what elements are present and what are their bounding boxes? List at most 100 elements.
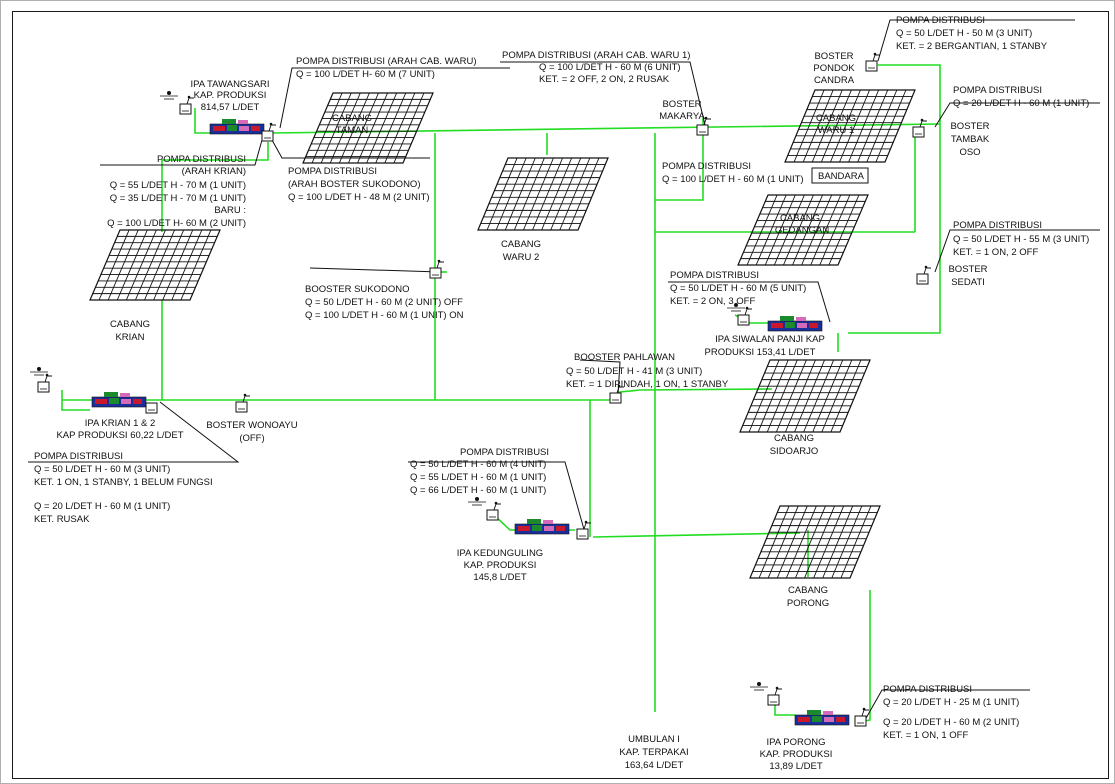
pompa-kedunguling-q3: Q = 66 L/DET H - 60 M (1 UNIT) (410, 485, 546, 496)
ipa-tawangsari-symbol (209, 119, 265, 135)
intake-porong (767, 686, 782, 706)
boster-pondok-l3: CANDRA (814, 75, 855, 86)
boster-pondok-l2: PONDOK (813, 63, 855, 74)
pump-kedunguling (576, 520, 591, 540)
pompa-krian-title: POMPA DISTRIBUSI (157, 154, 246, 165)
pompa-sedati-title: POMPA DISTRIBUSI (953, 220, 1042, 231)
cabang-taman-l2: TAMAN (336, 125, 369, 136)
cabang-waru1-l1: CABANG (816, 113, 856, 124)
pompa-siwalan-spec: Q = 50 L/DET H - 60 M (5 UNIT) (670, 283, 806, 294)
pompa-waru-spec: Q = 100 L/DET H- 60 M (7 UNIT) (296, 69, 435, 80)
pompa-siwalan-ket: KET. = 2 ON, 3 OFF (670, 296, 755, 307)
pompa-krian12-spec: Q = 50 L/DET H - 60 M (3 UNIT) (34, 464, 170, 475)
pompa-krian12-ket: KET. 1 ON, 1 STANBY, 1 BELUM FUNGSI (34, 477, 213, 488)
cabang-grids (89, 89, 916, 579)
booster-pahlawan-ket: KET. = 1 DIPINDAH, 1 ON, 1 STANBY (566, 379, 729, 390)
pompa-sukodono-title: POMPA DISTRIBUSI (288, 166, 377, 177)
source-tawangsari (160, 91, 178, 100)
ipa-tawangsari-name: IPA TAWANGSARI (190, 79, 269, 90)
drawing-border (12, 11, 1109, 779)
intake-siwalan (737, 306, 752, 326)
pump-krian-out (145, 402, 158, 414)
ipa-porong-l1: IPA PORONG (767, 737, 826, 748)
pompa-sedati-spec: Q = 50 L/DET H - 55 M (3 UNIT) (953, 234, 1089, 245)
ipa-porong-symbol (794, 710, 850, 726)
boster-makarya-l2: MAKARYA (659, 111, 705, 122)
cabang-taman-l1: CABANG (332, 113, 372, 124)
boster-pondok-l1: BOSTER (814, 51, 853, 62)
booster-pondok (865, 52, 880, 72)
booster-pahlawan-spec: Q = 50 L/DET H - 41 M (3 UNIT) (566, 366, 702, 377)
pompa-pondok-ket: KET. = 2 BERGANTIAN, 1 STANBY (896, 41, 1048, 52)
boster-sedati-l1: BOSTER (948, 264, 987, 275)
ipa-siwalan-l2: PRODUKSI 153,41 L/DET (705, 347, 816, 358)
boster-sedati-l2: SEDATI (951, 277, 985, 288)
leader-lines (28, 19, 1100, 721)
grid-cabang-taman (302, 92, 434, 164)
pump-krian-intake (37, 373, 52, 393)
cabang-sidoarjo-l2: SIDOARJO (770, 446, 819, 457)
cabang-gedangan-l1: CABANG (780, 213, 820, 224)
pompa-krian-dir: (ARAH KRIAN) (182, 166, 246, 177)
booster-makarya (696, 116, 711, 136)
cabang-waru2-l2: WARU 2 (503, 252, 540, 263)
boster-wonoayu-l2: (OFF) (239, 433, 264, 444)
pompa-sukodono-spec: Q = 100 L/DET H - 48 M (2 UNIT) (288, 192, 430, 203)
boster-tambak-l2: TAMBAK (951, 134, 990, 145)
ipa-kedunguling-symbol (514, 519, 570, 535)
pump-porong (854, 707, 869, 727)
ipa-tawangsari-cap: KAP. PRODUKSI (194, 90, 267, 101)
source-porong (750, 682, 768, 691)
pompa-waru1-ket: KET. = 2 OFF, 2 ON, 2 RUSAK (539, 74, 670, 85)
pompa-waru1-title: POMPA DISTRIBUSI (ARAH CAB. WARU 1) (502, 50, 690, 61)
bandara-box (811, 167, 869, 184)
boster-wonoayu-l1: BOSTER WONOAYU (206, 420, 297, 431)
ipa-porong-l2: KAP. PRODUKSI (760, 749, 833, 760)
boster-tambak-l1: BOSTER (950, 121, 989, 132)
treatment-plants (91, 119, 850, 726)
boster-makarya-l1: BOSTER (662, 99, 701, 110)
grid-cabang-gedangan (737, 194, 869, 266)
pompa-porong-title: POMPA DISTRIBUSI (883, 684, 972, 695)
pompa-sedati-ket: KET. = 1 ON, 2 OFF (953, 247, 1038, 258)
cabang-gedangan-l2: GEDANGAN (775, 225, 830, 236)
booster-pahlawan (609, 384, 624, 404)
ipa-siwalan-l1: IPA SIWALAN PANJI KAP (715, 334, 825, 345)
pump-symbols (30, 52, 931, 727)
cabang-waru1-l2: WARU 1 (818, 125, 855, 136)
intake-tawangsari (179, 95, 194, 115)
pompa-porong-q1: Q = 20 L/DET H - 25 M (1 UNIT) (883, 697, 1019, 708)
umbulan-l1: UMBULAN I (628, 734, 680, 745)
cabang-krian-l1: CABANG (110, 319, 150, 330)
booster-sukodono (429, 259, 444, 279)
pompa-krian-q1: Q = 55 L/DET H - 70 M (1 UNIT) (110, 180, 246, 191)
pompa-waru1-spec: Q = 100 L/DET H - 60 M (6 UNIT) (539, 62, 681, 73)
grid-cabang-porong (749, 505, 881, 579)
booster-sukodono-q2: Q = 100 L/DET H - 60 M (1 UNIT) ON (305, 310, 464, 321)
cabang-sidoarjo-l1: CABANG (774, 433, 814, 444)
source-siwalan (727, 303, 745, 312)
pompa-kedunguling-q1: Q = 50 L/DET H - 60 M (4 UNIT) (410, 459, 546, 470)
pompa-porong-q2: Q = 20 L/DET H - 60 M (2 UNIT) (883, 717, 1019, 728)
pompa-makarya-title: POMPA DISTRIBUSI (662, 161, 751, 172)
pump-tawangsari (261, 122, 276, 142)
grid-cabang-waru2 (477, 157, 609, 231)
ipa-siwalan-symbol (767, 316, 823, 332)
pompa-sukodono-dir: (ARAH BOSTER SUKODONO) (288, 179, 421, 190)
bandara-label: BANDARA (818, 171, 865, 182)
intake-kedunguling (486, 501, 501, 521)
cabang-krian-l2: KRIAN (115, 332, 144, 343)
pompa-krian-q2: Q = 35 L/DET H - 70 M (1 UNIT) (110, 193, 246, 204)
pompa-krian-q3: Q = 100 L/DET H- 60 M (2 UNIT) (107, 218, 246, 229)
grid-cabang-sidoarjo (739, 359, 871, 433)
grid-cabang-krian (89, 229, 221, 301)
grid-cabang-waru1 (784, 89, 916, 163)
pompa-porong-ket: KET. = 1 ON, 1 OFF (883, 730, 968, 741)
pompa-tambak-spec: Q = 20 L/DET H - 60 M (1 UNIT) (953, 98, 1089, 109)
pompa-waru-title: POMPA DISTRIBUSI (ARAH CAB. WARU) (296, 56, 477, 67)
source-krian (30, 367, 48, 376)
booster-wonoayu (235, 393, 250, 413)
ipa-tawangsari-value: 814,57 L/DET (201, 102, 260, 113)
ipa-porong-l3: 13,89 L/DET (769, 761, 823, 772)
